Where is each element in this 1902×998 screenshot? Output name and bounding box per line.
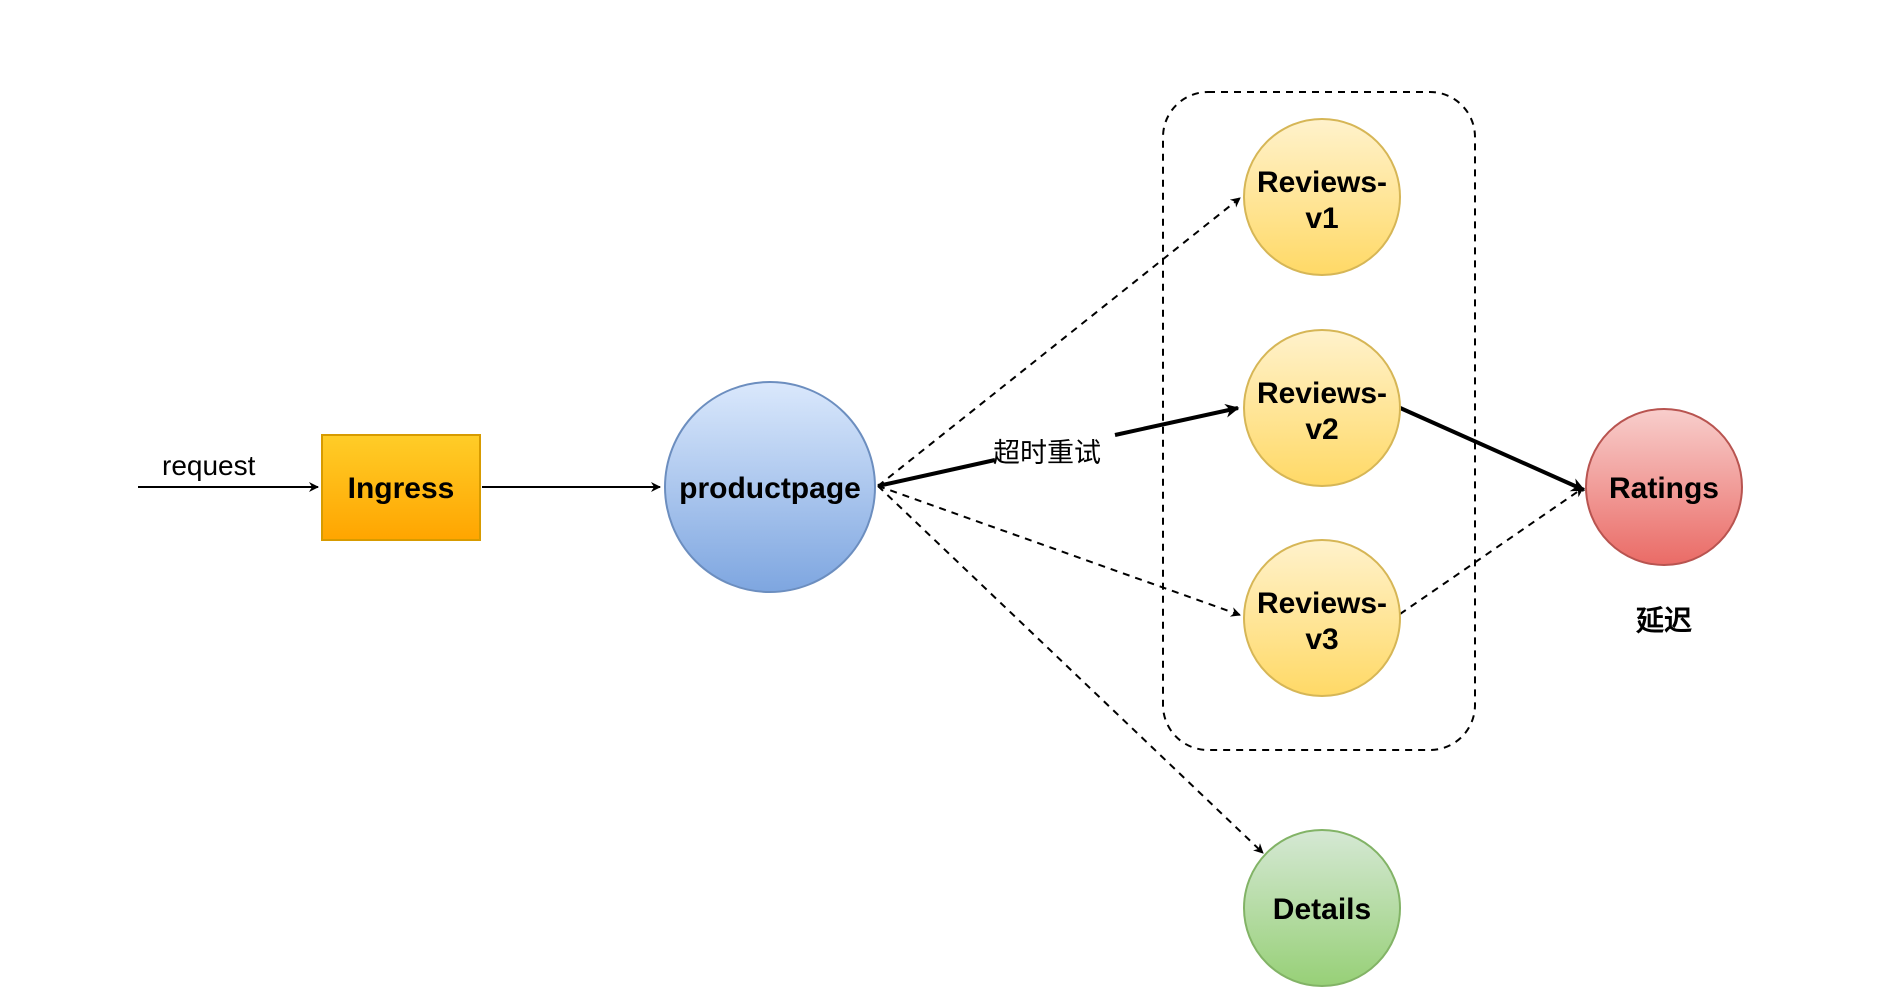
reviews-v3-label-line2: v3 <box>1305 623 1338 656</box>
reviews-v3-node: Reviews- v3 <box>1243 539 1401 697</box>
productpage-node: productpage <box>664 381 876 593</box>
request-label: request <box>162 450 256 481</box>
ingress-label: Ingress <box>348 472 455 505</box>
reviews-group-container <box>1162 91 1476 751</box>
productpage-to-reviews-v2-arrow <box>877 408 1238 488</box>
reviews-v1-label-line1: Reviews- <box>1257 166 1387 199</box>
productpage-to-reviews-v3-arrow <box>877 485 1241 617</box>
productpage-to-details-arrow <box>877 485 1264 854</box>
reviews-v3-label-line1: Reviews- <box>1257 587 1387 620</box>
ratings-node: Ratings <box>1585 408 1743 566</box>
reviews-v3-to-ratings-arrow <box>1399 487 1584 615</box>
details-node: Details <box>1243 829 1401 987</box>
reviews-v1-node: Reviews- v1 <box>1243 118 1401 276</box>
reviews-v2-label-line2: v2 <box>1305 413 1338 446</box>
delay-label: 延迟 <box>1635 604 1692 637</box>
reviews-v1-label-line2: v1 <box>1305 202 1338 235</box>
ratings-label: Ratings <box>1609 472 1719 505</box>
reviews-v2-node: Reviews- v2 <box>1243 329 1401 487</box>
timeout-retry-label: 超时重试 <box>993 438 1101 469</box>
productpage-label: productpage <box>679 472 861 505</box>
ingress-node: Ingress <box>321 434 481 541</box>
reviews-v2-label-line1: Reviews- <box>1257 377 1387 410</box>
details-label: Details <box>1273 893 1371 926</box>
reviews-v2-to-ratings-arrow <box>1397 405 1586 492</box>
